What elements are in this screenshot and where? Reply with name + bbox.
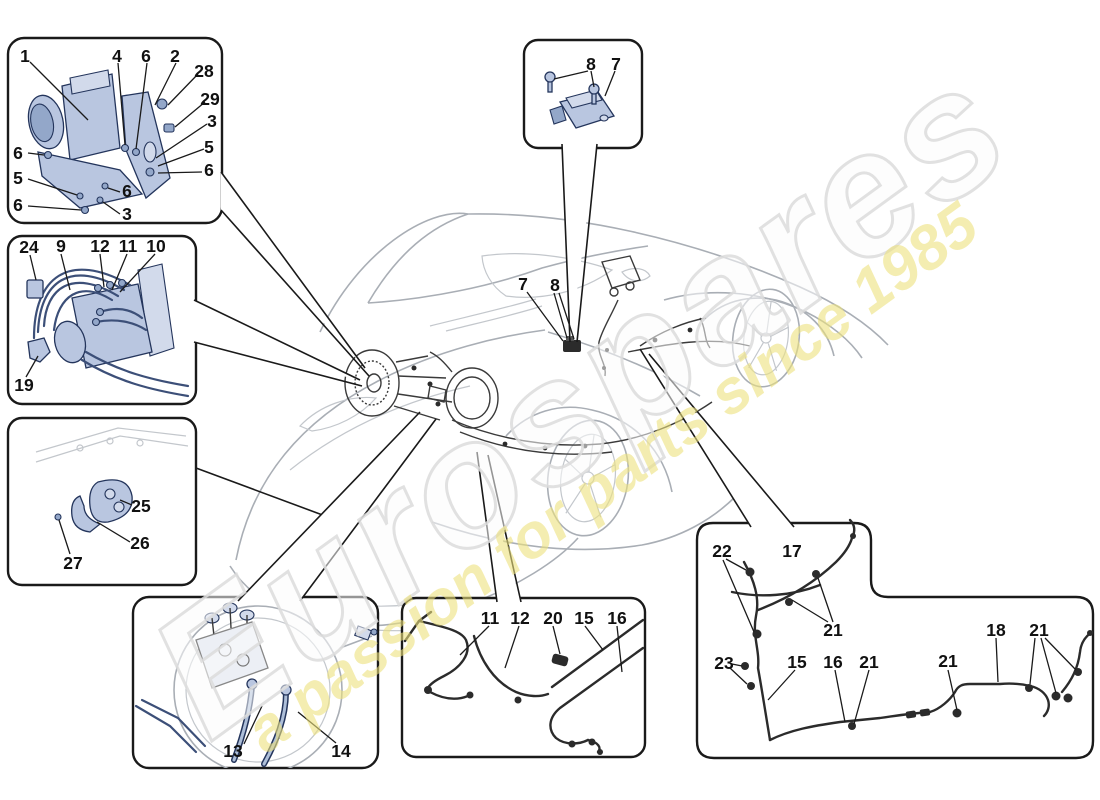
car-windshield-base [367, 245, 649, 304]
part-number-label: 21 [1029, 620, 1049, 640]
part-number-label: 25 [131, 496, 151, 516]
part-number-label: 29 [200, 89, 220, 109]
part-number-label: 27 [63, 553, 82, 573]
part-number-label: 6 [141, 46, 151, 66]
part-number-label: 20 [543, 608, 563, 628]
part-number-label: 6 [13, 195, 23, 215]
part-number-label: 22 [712, 541, 732, 561]
car-front-arch [505, 406, 673, 493]
part-number-label: 21 [938, 651, 958, 671]
callout-box-rear-pipes [695, 521, 1095, 760]
pointer-tails [193, 143, 795, 603]
part-number-label: 23 [714, 653, 734, 673]
part-number-label: 2 [170, 46, 180, 66]
part-number-label: 8 [586, 54, 596, 74]
abs-ecu-drawing [27, 61, 208, 215]
part-number-label: 11 [119, 236, 138, 256]
hydraulic-unit-drawing [25, 253, 190, 398]
part-number-label: 1 [20, 46, 30, 66]
callout-box-front-pipes [400, 596, 647, 759]
part-number-label: 12 [510, 608, 530, 628]
car-roofline [319, 212, 889, 346]
part-number-label: 12 [90, 236, 110, 256]
part-number-label: 18 [986, 620, 1006, 640]
part-number-label: 24 [19, 237, 39, 257]
car-abs-unit-sketch [598, 255, 641, 377]
part-number-label: 6 [204, 160, 214, 180]
rear-brake-pipes-drawing [722, 518, 1094, 742]
car-front-wheel [546, 419, 630, 537]
part-number-label: 10 [146, 236, 166, 256]
part-number-label: 15 [574, 608, 594, 628]
part-number-label: 15 [787, 652, 807, 672]
part-number-label: 16 [823, 652, 843, 672]
part-number-label: 5 [13, 168, 23, 188]
car-hood-edge [235, 329, 546, 561]
yaw-sensor-drawing [544, 70, 616, 129]
car-headlight [298, 396, 378, 432]
car-mirror [621, 267, 651, 282]
part-number-label: 9 [56, 236, 66, 256]
part-number-label: 19 [14, 375, 34, 395]
part-number-label: 4 [112, 46, 122, 66]
front-brake-pipes-drawing [403, 610, 645, 755]
part-number-label: 6 [122, 181, 132, 201]
car-rear-arch [701, 297, 835, 357]
part-number-label: 3 [122, 204, 132, 224]
part-number-label: 21 [859, 652, 879, 672]
part-number-label: 13 [223, 741, 243, 761]
part-number-label: 6 [13, 143, 23, 163]
part-number-label: 7 [518, 274, 528, 294]
car-rear-wheel [731, 288, 801, 388]
part-number-label: 16 [607, 608, 627, 628]
part-number-label: 11 [481, 608, 500, 628]
part-number-label: 14 [331, 741, 351, 761]
car-side-window [481, 253, 614, 298]
part-number-label: 28 [194, 61, 214, 81]
part-number-label: 21 [823, 620, 843, 640]
part-number-label: 5 [204, 137, 214, 157]
part-number-labels: 1 4 6 2 28 29 3 5 6 6 5 6 6 3 24 9 12 11… [13, 46, 1049, 761]
part-number-label: 26 [130, 533, 150, 553]
car-a-pillar [367, 213, 469, 304]
part-number-label: 3 [207, 111, 217, 131]
car-brake-pipes [451, 317, 751, 455]
car-line-art [229, 212, 889, 632]
car-label-leader-lines [526, 291, 575, 342]
part-number-label: 8 [550, 275, 560, 295]
car-hood-crease [289, 385, 471, 471]
brake-booster-drawing [134, 602, 378, 768]
car-wiper-1 [429, 298, 537, 327]
car-wiper-2 [445, 305, 543, 332]
part-number-label: 17 [782, 541, 801, 561]
car-front-brake-disc [344, 349, 453, 421]
part-number-label: 7 [611, 54, 621, 74]
pipe-clamps-drawing [35, 427, 189, 555]
